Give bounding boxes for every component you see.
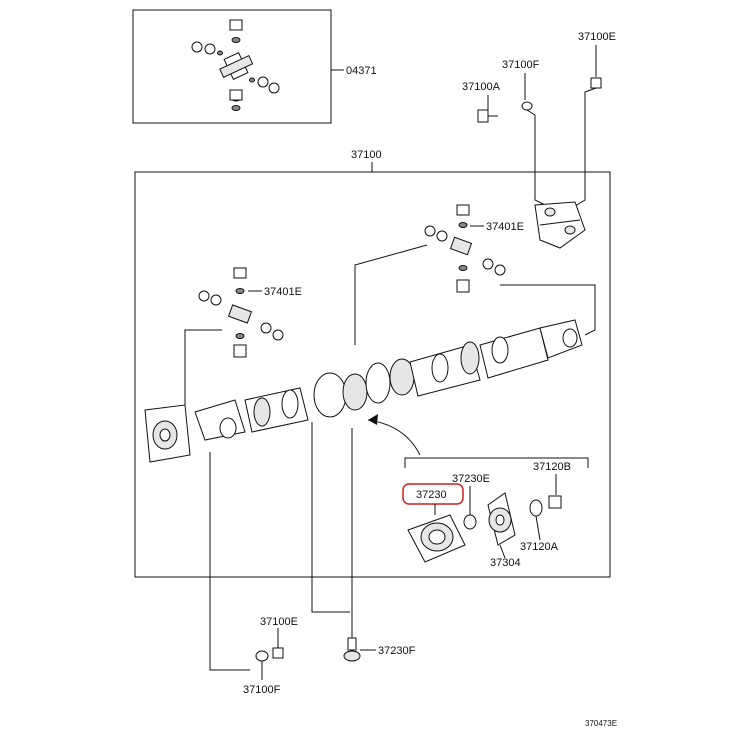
universal-joint-kit-box [132,9,344,124]
label-37120b: 37120B [533,461,571,473]
label-04371: 04371 [346,65,377,77]
label-37100e-bottom: 37100E [260,616,298,628]
washer-icon [255,650,269,662]
assembly-box [134,171,611,578]
washer-37120a-icon [529,499,543,541]
leader-line [209,452,250,671]
nut-37230e-icon [463,486,477,530]
arrow-head-icon [368,414,378,425]
bracket-bolts-group [477,45,602,249]
flange-37304-icon [487,492,516,559]
label-37230e: 37230E [452,473,490,485]
nut-icon [590,77,602,89]
label-37230f: 37230F [378,645,416,657]
center-bearing-icon [407,504,466,563]
label-37100e-top: 37100E [578,31,616,43]
label-37401e-left: 37401E [264,286,302,298]
label-37230: 37230 [416,489,447,501]
bolt-37230f-icon [343,637,361,662]
label-37120a: 37120A [520,541,559,553]
left-spider-cross-icon [198,267,284,358]
label-37100f-top: 37100F [502,59,540,71]
bolt-icon [477,109,489,123]
label-37401e-right: 37401E [486,221,524,233]
curved-arrow [367,419,421,456]
washer-icon [521,101,533,111]
nut-icon [272,647,284,659]
nut-37120b-icon [548,474,562,509]
label-37100: 37100 [351,149,382,161]
highlight-box-37230 [402,483,464,505]
right-spider-cross-icon [424,204,506,293]
leader-line [311,422,350,613]
label-37304: 37304 [490,557,521,569]
figure-code: 370473E [585,719,617,728]
label-37100f-bottom: 37100F [243,684,281,696]
bracket-icon [534,201,586,249]
label-37100a: 37100A [462,81,501,93]
spider-cross-icon [191,19,280,111]
propeller-shaft-icon [144,319,583,463]
